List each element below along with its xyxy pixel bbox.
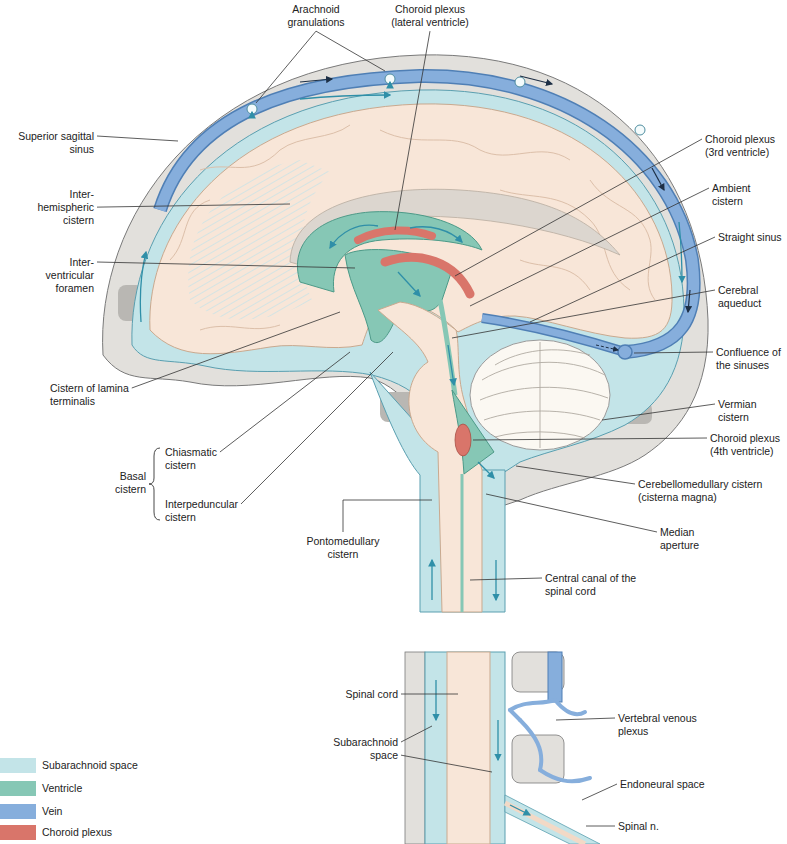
leader-line: [343, 500, 432, 532]
label-box: Cerebellomedullary cistern (cisterna mag…: [638, 478, 784, 504]
leader-line: [97, 204, 290, 207]
part-label: Cerebellomedullary cistern (cisterna mag…: [638, 478, 762, 503]
part-label: Vertebral venous plexus: [618, 712, 697, 737]
leader-line: [132, 312, 340, 388]
leader-line: [97, 262, 355, 268]
part-label: Confluence of the sinuses: [716, 346, 781, 371]
legend-row: Ventricle: [0, 781, 140, 797]
leader-line: [256, 31, 316, 103]
label-box: Inter-ventricular foramen: [30, 256, 94, 295]
part-label: Spinal n.: [618, 820, 659, 832]
part-label: Arachnoid granulations: [287, 3, 344, 28]
leader-line: [634, 352, 713, 353]
part-label: Cistern of lamina terminalis: [50, 382, 129, 407]
label-box: Straight sinus: [718, 231, 784, 244]
part-label: Choroid plexus (lateral ventricle): [391, 3, 469, 28]
label-box: Cerebral aqueduct: [718, 284, 784, 310]
part-label: Median aperture: [660, 526, 699, 551]
leader-line: [556, 718, 615, 720]
legend-text: Vein: [42, 805, 62, 818]
part-label: Superior sagittal sinus: [18, 130, 94, 155]
part-label: Ambient cistern: [712, 182, 751, 207]
label-box: Cistern of lamina terminalis: [50, 382, 144, 408]
leader-line: [241, 352, 393, 504]
label-box: Median aperture: [660, 526, 732, 552]
leader-line: [97, 136, 178, 141]
legend-swatch: [0, 781, 36, 796]
leader-line: [530, 237, 715, 322]
leader-line: [470, 188, 709, 306]
part-label: Basal cistern: [115, 470, 146, 495]
leader-line: [473, 438, 707, 440]
legend-row: Subarachnoid space: [0, 758, 140, 774]
label-box: Spinal n.: [618, 820, 688, 833]
leader-line: [395, 31, 430, 230]
label-box: Subarachnoid space: [316, 736, 398, 762]
legend-text: Subarachnoid space: [42, 759, 138, 772]
leader-line: [586, 826, 615, 827]
label-box: Inter-hemispheric cistern: [30, 188, 94, 227]
label-box: Vertebral venous plexus: [618, 712, 718, 738]
leader-line: [470, 578, 542, 580]
label-box: Superior sagittal sinus: [14, 130, 94, 156]
legend-text: Ventricle: [42, 782, 82, 795]
label-box: Vermian cistern: [718, 398, 784, 424]
part-label: Vermian cistern: [718, 398, 757, 423]
label-box: Basal cistern: [98, 470, 146, 496]
leader-line: [452, 290, 715, 338]
legend-swatch: [0, 825, 36, 840]
label-box: Choroid plexus (4th ventricle): [710, 432, 786, 458]
leader-line: [602, 404, 715, 420]
part-label: Chiasmatic cistern: [165, 446, 217, 471]
leader-line: [455, 139, 702, 276]
part-label: Pontomedullary cistern: [307, 535, 380, 560]
leader-line: [401, 726, 432, 742]
leader-line: [316, 31, 385, 71]
label-box: Arachnoid granulations: [268, 3, 364, 29]
label-box: Ambient cistern: [712, 182, 784, 208]
legend-swatch: [0, 758, 36, 773]
part-label: Spinal cord: [345, 688, 398, 700]
part-label: Choroid plexus (3rd ventricle): [705, 133, 775, 158]
part-label: Cerebral aqueduct: [718, 284, 761, 309]
label-box: Choroid plexus (3rd ventricle): [705, 133, 785, 159]
part-label: Inter-ventricular foramen: [46, 256, 94, 294]
part-label: Interpeduncular cistern: [165, 498, 238, 523]
leader-line: [401, 694, 458, 695]
part-label: Central canal of the spinal cord: [545, 572, 636, 597]
label-box: Interpeduncular cistern: [165, 498, 257, 524]
part-label: Inter-hemispheric cistern: [37, 188, 94, 226]
part-label: Endoneural space: [620, 778, 705, 790]
leader-line: [220, 352, 350, 452]
label-box: Spinal cord: [326, 688, 398, 701]
leader-line: [401, 755, 492, 772]
label-box: Pontomedullary cistern: [298, 535, 388, 561]
legend-row: Choroid plexus: [0, 825, 140, 841]
leader-line: [486, 494, 657, 532]
legend-swatch: [0, 804, 36, 819]
part-label: Choroid plexus (4th ventricle): [710, 432, 780, 457]
leader-line: [582, 784, 617, 800]
part-label: Straight sinus: [718, 231, 782, 243]
label-box: Choroid plexus (lateral ventricle): [381, 3, 479, 29]
legend-row: Vein: [0, 804, 140, 820]
legend-text: Choroid plexus: [42, 826, 112, 839]
part-label: Subarachnoid space: [333, 736, 398, 761]
label-box: Confluence of the sinuses: [716, 346, 784, 372]
label-box: Central canal of the spinal cord: [545, 572, 645, 598]
label-box: Chiasmatic cistern: [165, 446, 229, 472]
leader-line: [516, 466, 635, 484]
label-box: Endoneural space: [620, 778, 710, 791]
